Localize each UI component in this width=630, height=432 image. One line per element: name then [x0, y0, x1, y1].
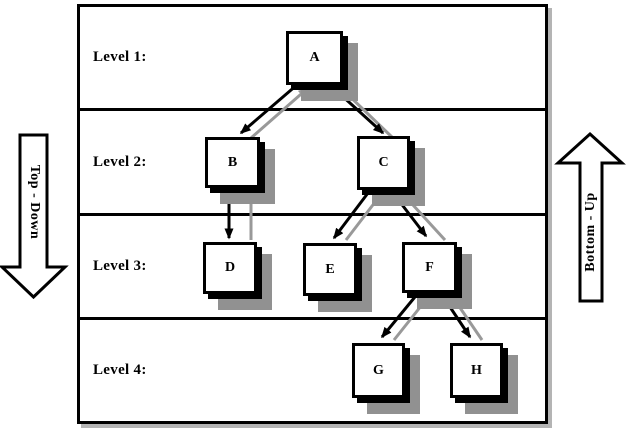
tree-node-D: D — [203, 242, 272, 310]
level-label-1: Level 1: — [93, 49, 147, 65]
level-label-3: Level 3: — [93, 258, 147, 274]
tree-node-H: H — [450, 343, 518, 414]
tree-node-E: E — [303, 243, 372, 312]
node-box-A: A — [286, 31, 343, 85]
node-box-H: H — [450, 343, 503, 398]
level-band-2: Level 2: — [80, 111, 545, 216]
level-band-1: Level 1: — [80, 7, 545, 111]
node-box-C: C — [357, 136, 410, 190]
node-box-F: F — [402, 242, 457, 293]
tree-node-C: C — [357, 136, 425, 206]
node-box-B: B — [205, 137, 260, 188]
node-box-D: D — [203, 242, 257, 294]
node-box-G: G — [352, 343, 405, 398]
level-label-2: Level 2: — [93, 153, 147, 170]
top-down-label: Top - Down — [27, 164, 42, 240]
level-label-4: Level 4: — [93, 362, 147, 378]
level-band-3: Level 3: — [80, 216, 545, 320]
bottom-up-label: Bottom - Up — [583, 192, 598, 272]
tree-node-F: F — [402, 242, 472, 309]
tree-node-G: G — [352, 343, 420, 414]
tree-node-A: A — [286, 31, 358, 101]
level-band-4: Level 4: — [80, 320, 545, 421]
tree-node-B: B — [205, 137, 275, 204]
node-box-E: E — [303, 243, 357, 296]
